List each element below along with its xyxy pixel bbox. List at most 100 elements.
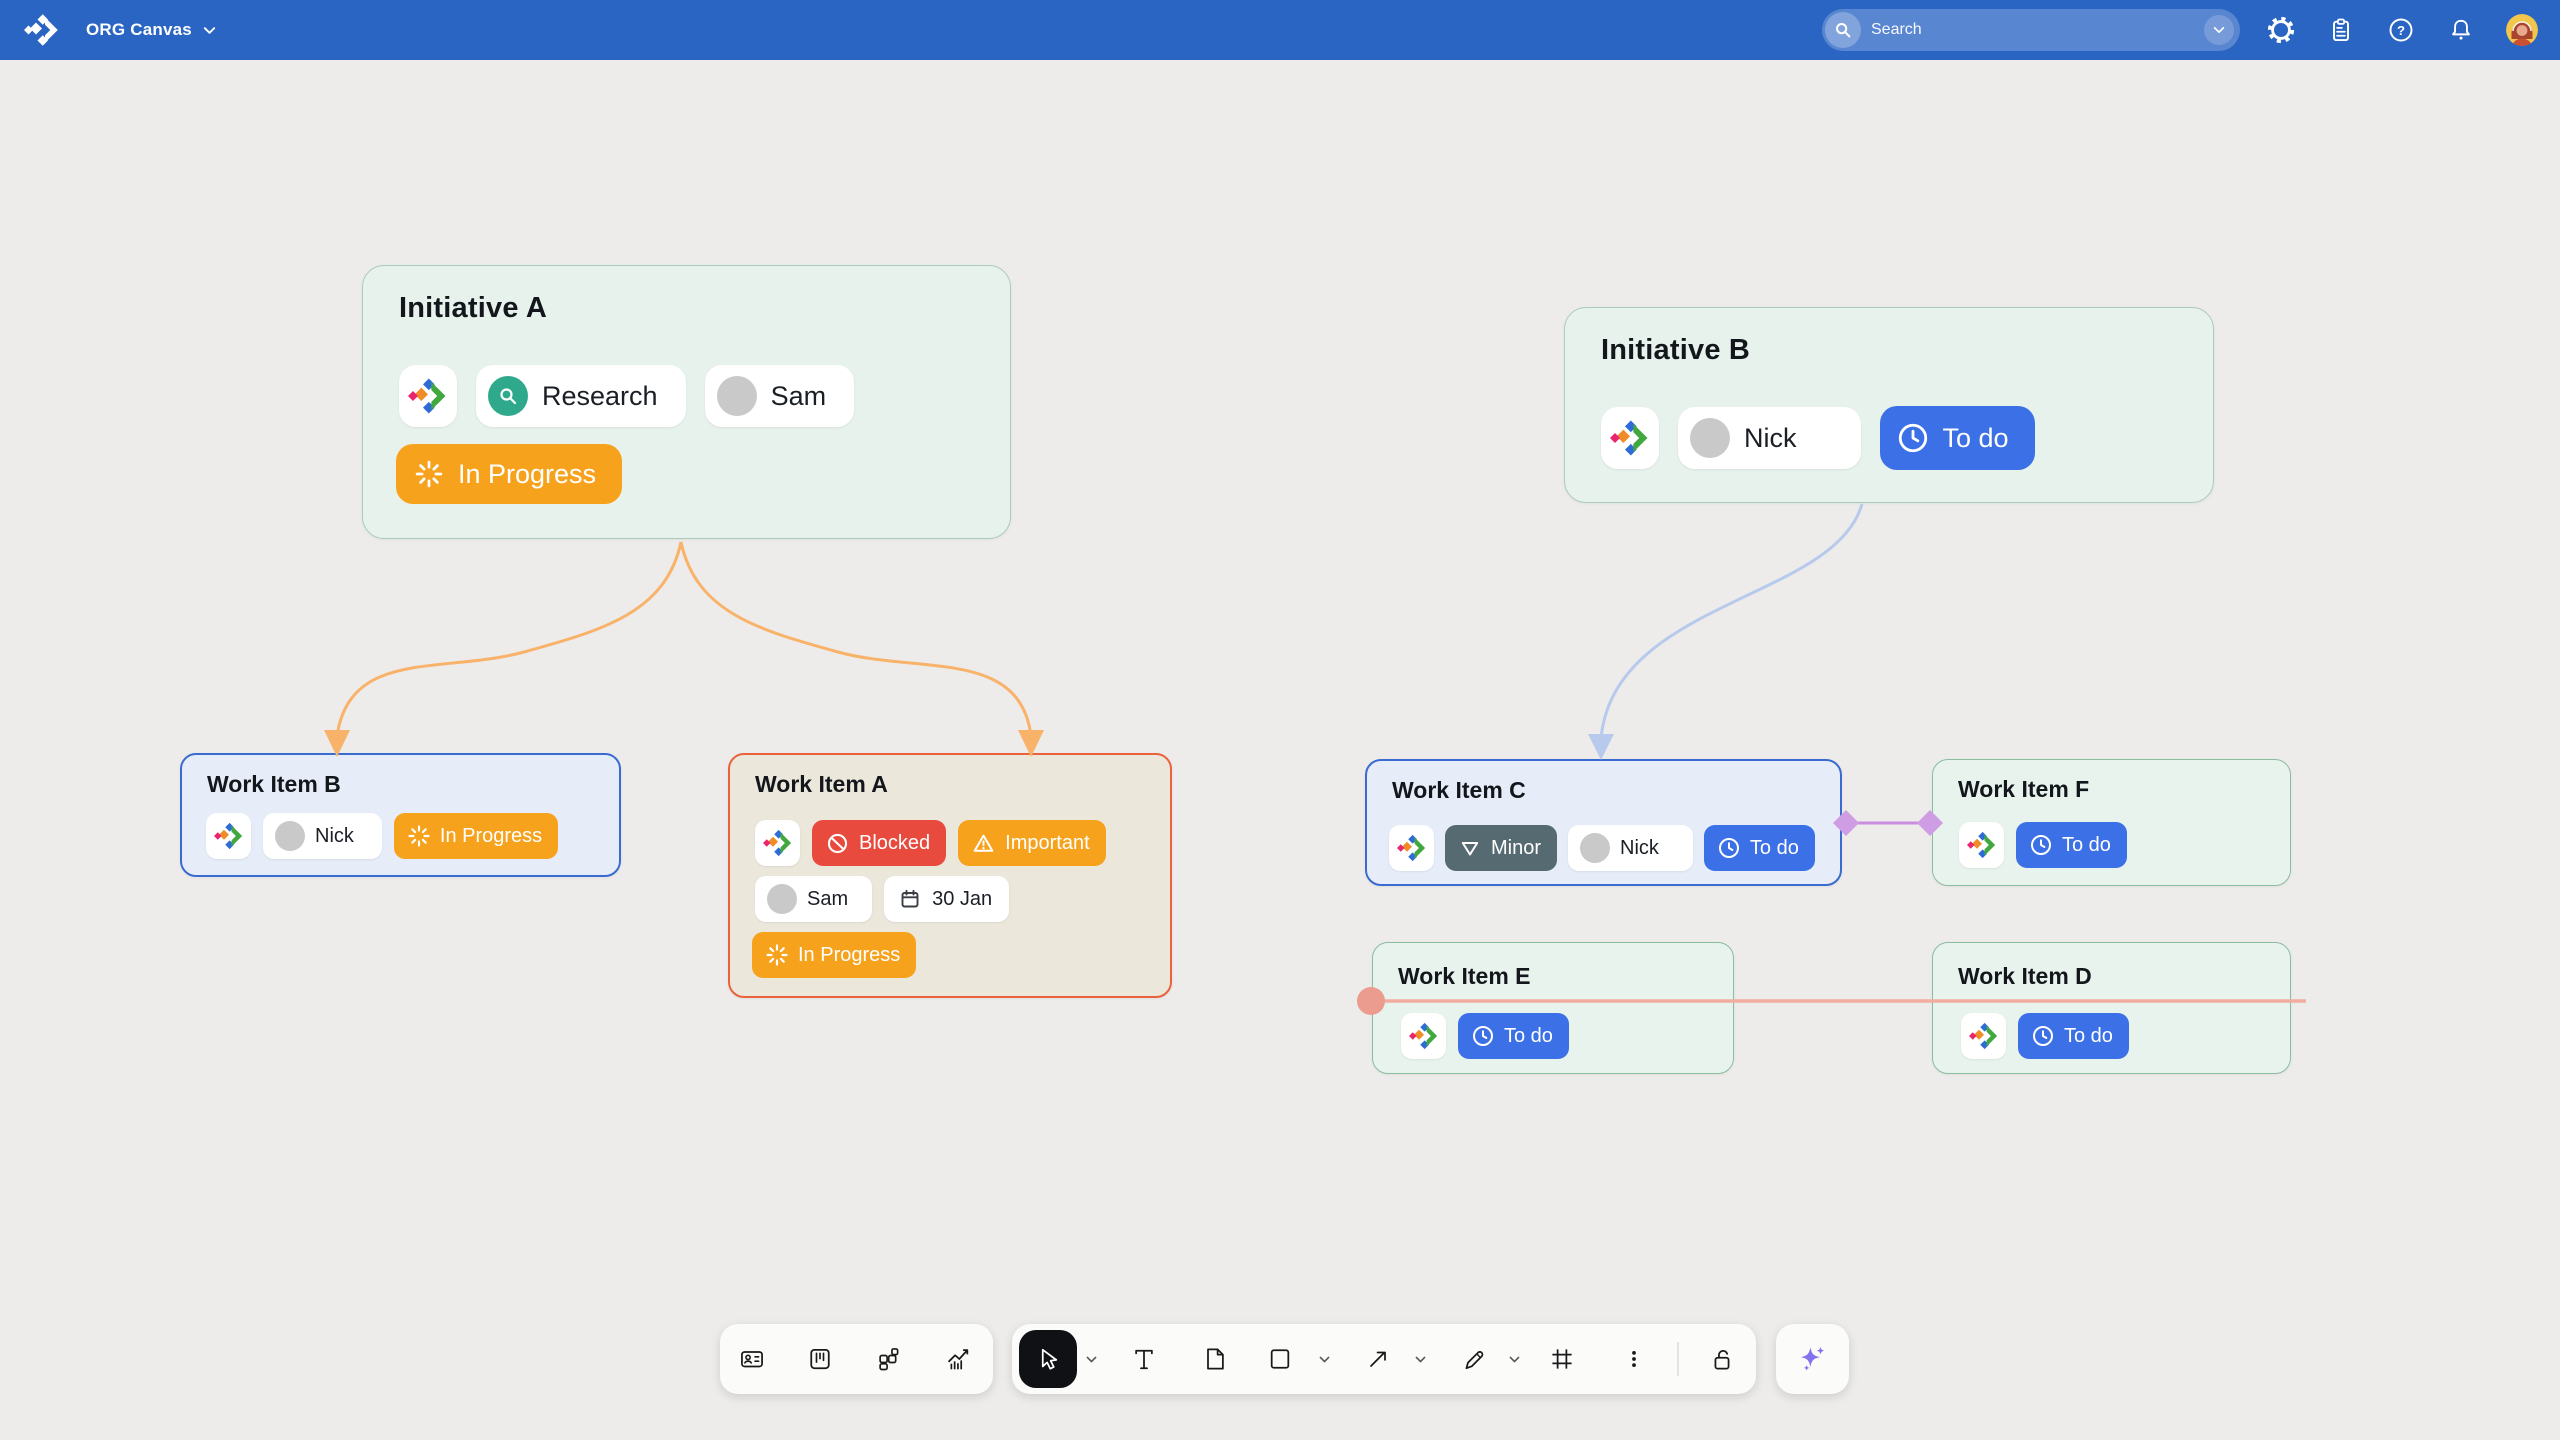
search-scope-dropdown[interactable] (2204, 15, 2234, 45)
toolbar-tools-panel (1012, 1324, 1756, 1394)
card-title: Work Item B (207, 771, 341, 797)
select-tool-active[interactable] (1019, 1330, 1077, 1388)
clock-icon (1896, 421, 1930, 455)
document-tool[interactable] (1191, 1335, 1239, 1383)
clock-icon (1471, 1024, 1495, 1048)
avatar-image (2506, 14, 2538, 46)
kanban-tool[interactable] (796, 1335, 844, 1383)
assignee-chip[interactable]: Nick (263, 813, 382, 859)
arrow-icon (1370, 1351, 1386, 1367)
card-initiative-a[interactable]: Initiative A Research Sam In Progress (362, 265, 1011, 539)
shape-tool-chevron[interactable] (1315, 1335, 1333, 1383)
cursor-icon (1041, 1348, 1058, 1370)
calendar-icon (901, 889, 919, 908)
search-input[interactable] (1861, 21, 2204, 39)
assignee-chip[interactable]: Sam (704, 365, 855, 427)
flag-badge-blocked[interactable]: Blocked (812, 820, 947, 866)
ai-assistant-button[interactable] (1788, 1335, 1836, 1383)
notifications-button[interactable] (2446, 15, 2476, 45)
bell-icon (2452, 19, 2470, 40)
status-badge-in-progress[interactable]: In Progress (752, 932, 917, 978)
linked-app-chip[interactable] (1959, 822, 2004, 868)
linked-app-chip[interactable] (206, 813, 251, 859)
linked-app-chip[interactable] (399, 365, 457, 427)
widgets-icon (879, 1348, 899, 1371)
card-work-item-f[interactable]: Work Item F To do (1932, 759, 2291, 886)
linked-app-chip[interactable] (1961, 1013, 2006, 1059)
analytics-tool[interactable] (933, 1335, 981, 1383)
due-date-label: 30 Jan (932, 887, 993, 910)
tag-chip-research[interactable]: Research (476, 365, 686, 427)
priority-badge-minor[interactable]: Minor (1445, 825, 1558, 871)
status-badge-to-do[interactable]: To do (2016, 822, 2127, 868)
settings-button[interactable] (2266, 15, 2296, 45)
chevron-down-icon (1085, 1353, 1098, 1366)
flag-badge-important[interactable]: Important (958, 820, 1106, 866)
card-work-item-a[interactable]: Work Item A Blocked Important Sam (728, 753, 1172, 998)
select-tool-chevron[interactable] (1082, 1335, 1100, 1383)
card-work-item-b[interactable]: Work Item B Nick In Progress (180, 753, 621, 877)
shape-tool[interactable] (1256, 1335, 1304, 1383)
notes-button[interactable] (2326, 15, 2356, 45)
assignee-chip[interactable]: Nick (1678, 407, 1861, 469)
pencil-tool-chevron[interactable] (1505, 1335, 1523, 1383)
linked-app-chip[interactable] (1401, 1013, 1446, 1059)
widgets-tool[interactable] (864, 1335, 912, 1383)
status-badge-in-progress[interactable]: In Progress (393, 813, 559, 859)
id-card-tool[interactable] (728, 1335, 776, 1383)
status-badge-to-do[interactable]: To do (1458, 1013, 1569, 1059)
arrow-tool-chevron[interactable] (1411, 1335, 1429, 1383)
toolbar-ai-panel (1776, 1324, 1849, 1394)
search-icon-circle (1825, 12, 1861, 48)
status-label: To do (1942, 422, 2009, 453)
app-logo-icon (1969, 1021, 1999, 1051)
priority-label: Minor (1491, 836, 1542, 859)
toolbar-divider (1677, 1342, 1679, 1376)
analytics-chart-icon (947, 1349, 969, 1370)
kanban-icon (810, 1348, 830, 1370)
assignee-chip[interactable]: Sam (755, 876, 873, 922)
status-badge-to-do[interactable]: To do (1703, 825, 1815, 871)
due-date-chip[interactable]: 30 Jan (884, 876, 1010, 922)
card-work-item-e[interactable]: Work Item E To do (1372, 942, 1734, 1074)
header-icons: ? (2266, 14, 2560, 46)
status-badge-to-do[interactable]: To do (1879, 406, 2035, 470)
chevron-down-icon (1508, 1353, 1521, 1366)
status-label: To do (1749, 836, 1799, 859)
flag-label: Blocked (859, 831, 931, 854)
linked-app-chip[interactable] (1601, 407, 1659, 469)
status-badge-to-do[interactable]: To do (2018, 1013, 2129, 1059)
clock-icon (2031, 1024, 2055, 1048)
card-work-item-c[interactable]: Work Item C Minor Nick To do (1365, 759, 1842, 886)
svg-text:?: ? (2397, 23, 2405, 38)
chevron-down-icon (1414, 1353, 1427, 1366)
pencil-tool[interactable] (1449, 1335, 1497, 1383)
help-button[interactable]: ? (2386, 15, 2416, 45)
status-label: To do (1504, 1024, 1553, 1047)
assignee-avatar (1690, 418, 1730, 458)
assignee-avatar (275, 821, 305, 851)
status-label: In Progress (439, 824, 543, 847)
text-tool[interactable] (1120, 1335, 1168, 1383)
app-logo-icon (763, 828, 793, 858)
board-title-dropdown[interactable]: ORG Canvas (86, 20, 217, 40)
in-progress-icon (414, 459, 444, 489)
search-icon (1832, 19, 1854, 41)
lock-button[interactable] (1698, 1335, 1746, 1383)
linked-app-chip[interactable] (755, 820, 800, 866)
frame-tool[interactable] (1538, 1335, 1586, 1383)
frame-icon (1552, 1349, 1572, 1369)
linked-app-chip[interactable] (1389, 825, 1434, 871)
card-initiative-b[interactable]: Initiative B Nick To do (1564, 307, 2214, 503)
assignee-avatar (1580, 833, 1611, 863)
search-bar[interactable] (1822, 9, 2240, 51)
more-tools-button[interactable] (1610, 1335, 1658, 1383)
user-avatar[interactable] (2506, 14, 2538, 46)
app-logo-icon (24, 12, 60, 48)
card-work-item-d[interactable]: Work Item D To do (1932, 942, 2291, 1074)
status-badge-in-progress[interactable]: In Progress (396, 444, 623, 504)
card-title: Initiative A (399, 292, 547, 324)
app-logo-icon (1967, 830, 1997, 860)
arrow-tool[interactable] (1354, 1335, 1402, 1383)
assignee-chip[interactable]: Nick (1568, 825, 1693, 871)
